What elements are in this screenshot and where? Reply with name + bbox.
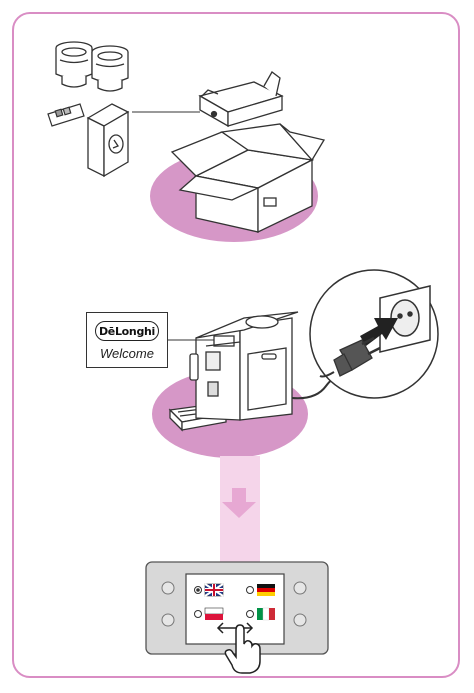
language-option-uk[interactable]	[194, 583, 224, 597]
language-option-poland[interactable]	[194, 607, 224, 620]
test-strip-icon	[47, 103, 85, 127]
machine-display-callout: DēLonghi Welcome	[86, 312, 168, 368]
hand-pointer-icon	[224, 624, 261, 674]
coffee-machine-icon	[168, 311, 299, 432]
water-filter-icon	[55, 41, 93, 88]
wall-socket-icon	[379, 285, 431, 353]
down-arrow-icon	[220, 456, 260, 566]
page-frame	[12, 12, 460, 678]
cardboard-box-icon	[170, 123, 326, 234]
accessory-box-icon	[198, 71, 284, 128]
water-filter-icon	[91, 45, 129, 92]
power-plug-icon	[319, 336, 381, 378]
descaler-box-icon	[86, 103, 130, 178]
swipe-arrows-icon	[216, 622, 254, 634]
language-option-germany[interactable]	[246, 584, 276, 596]
language-option-italy[interactable]	[246, 607, 276, 621]
brand-logo: DēLonghi	[95, 321, 159, 341]
welcome-message: Welcome	[100, 346, 154, 361]
